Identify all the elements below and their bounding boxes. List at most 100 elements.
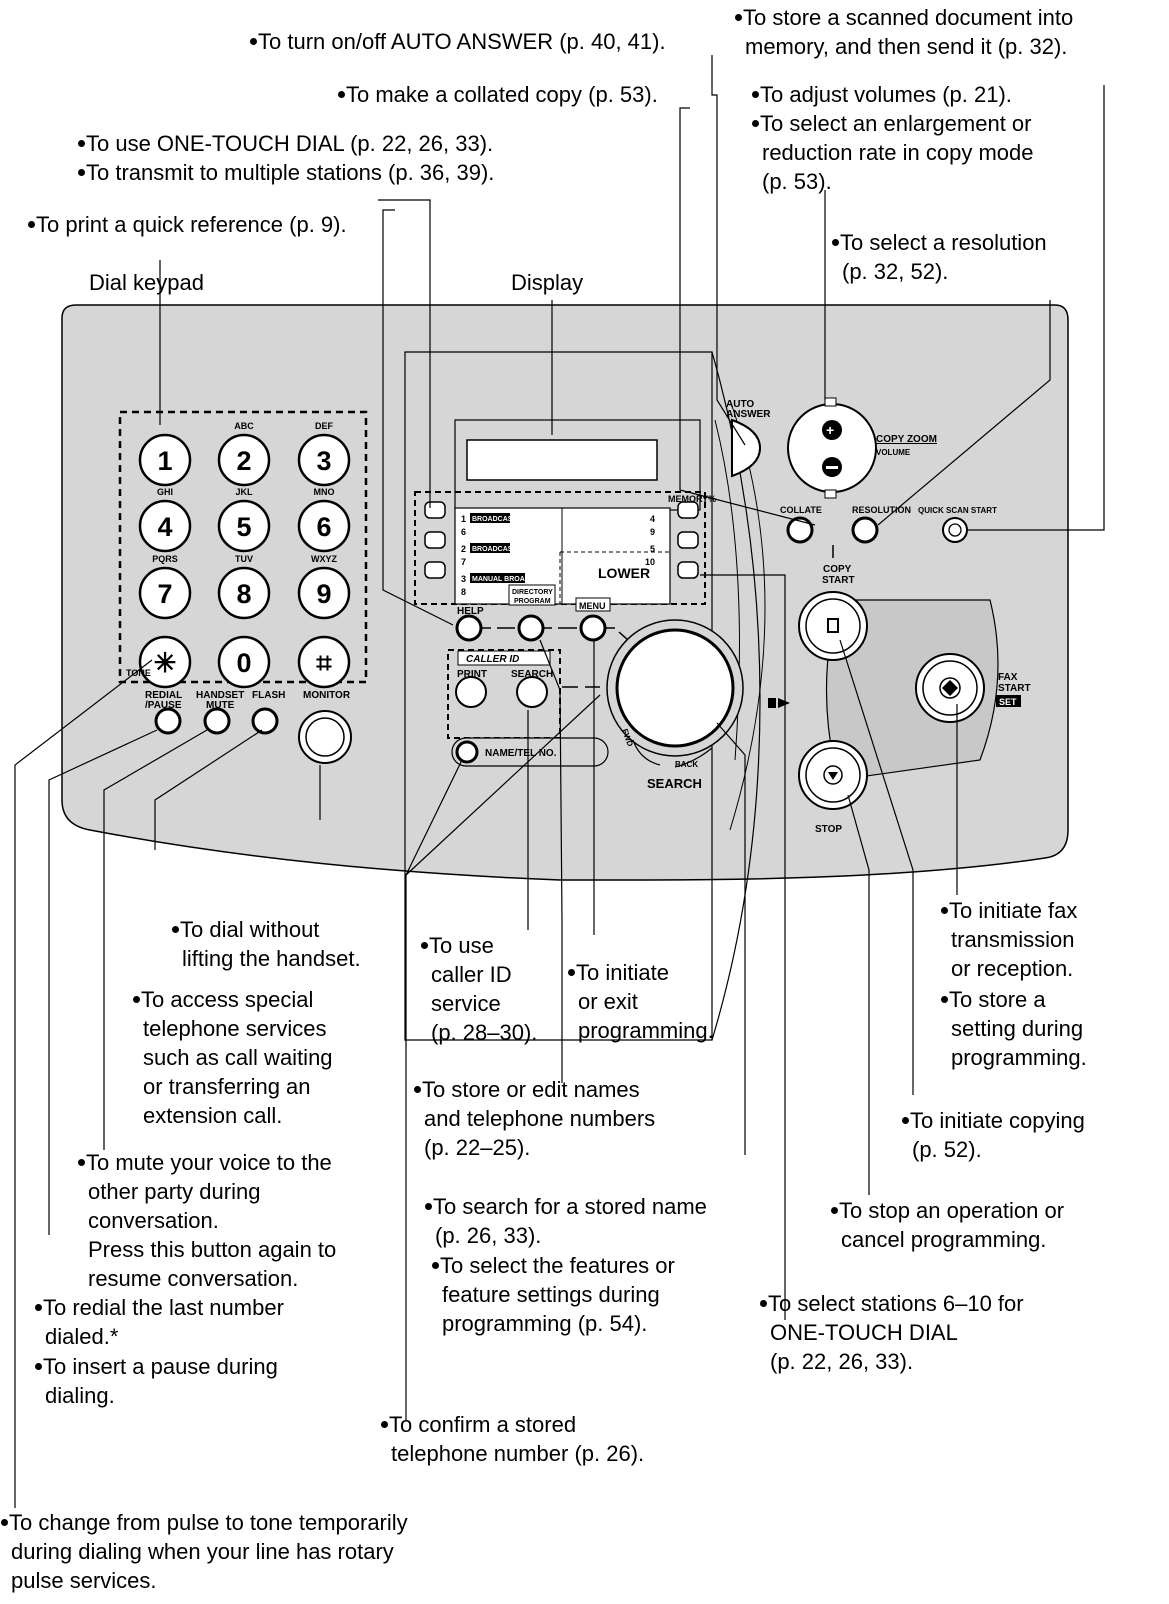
annotation-line: To initiate: [568, 958, 714, 987]
key-digit: 8: [236, 579, 251, 609]
station-button-2[interactable]: [424, 531, 446, 549]
key-4-button[interactable]: [138, 499, 192, 553]
station-tag-bg: [470, 543, 510, 553]
annotation-line: extension call.: [143, 1103, 283, 1128]
help-button[interactable]: [455, 614, 483, 642]
annotation-line: To change from pulse to tone temporarily: [1, 1508, 408, 1537]
station-number: 8: [461, 587, 466, 597]
annotation-line: To confirm a stored: [381, 1410, 644, 1439]
search-dial[interactable]: [615, 628, 735, 748]
annotation-line: To initiate fax: [941, 896, 1077, 925]
key-7-button[interactable]: [138, 566, 192, 620]
annotation-line: To use: [421, 931, 537, 960]
lcd-screen: [466, 439, 658, 481]
station-button-5[interactable]: [677, 531, 699, 549]
key-6-button[interactable]: [297, 499, 351, 553]
bullet-icon: [78, 169, 85, 176]
svg-text:+: +: [826, 422, 834, 438]
key-digit: 1: [157, 446, 172, 476]
annotation-line: To insert a pause during: [35, 1352, 278, 1381]
flash-button[interactable]: [251, 707, 279, 735]
station-number: 9: [650, 527, 655, 537]
annotation-line: To store a scanned document into: [735, 3, 1073, 32]
directory-program-button[interactable]: [517, 614, 545, 642]
redial-pause-button[interactable]: [154, 707, 182, 735]
set-label: SET: [999, 697, 1017, 707]
handset-mute-button[interactable]: [203, 707, 231, 735]
key-digit: 2: [236, 446, 251, 476]
key-11-button[interactable]: [217, 635, 271, 689]
annotation-line: and telephone numbers: [424, 1106, 656, 1131]
back-label: BACK: [675, 760, 698, 769]
key-10-button[interactable]: [138, 635, 192, 689]
leader-lines: [14, 55, 1105, 1508]
menu-button[interactable]: [579, 614, 607, 642]
lower-button[interactable]: [677, 561, 699, 579]
resolution-button[interactable]: [851, 516, 879, 544]
bullet-icon: [752, 120, 759, 127]
memory-label: MEMORY%: [668, 494, 716, 504]
bullet-icon: [568, 969, 575, 976]
display-header: Display: [511, 270, 584, 295]
bullet-icon: [172, 926, 179, 933]
annotation-quick-reference: To print a quick reference (p. 9).: [28, 210, 347, 239]
caller-id-search-button[interactable]: [516, 676, 548, 708]
bullet-icon: [78, 140, 85, 147]
annotation-line: To search for a stored name: [425, 1192, 707, 1221]
key-1-button[interactable]: [138, 433, 192, 487]
key-letters: WXYZ: [311, 554, 338, 564]
key-12-button[interactable]: [297, 635, 351, 689]
annotation-line: To select a resolution: [832, 228, 1047, 257]
key-5-button[interactable]: [217, 499, 271, 553]
name-tel-label: NAME/TEL NO.: [485, 748, 557, 759]
annotation-line: (p. 53).: [762, 169, 832, 194]
annotation-line: lifting the handset.: [182, 946, 361, 971]
bullet-icon: [35, 1304, 42, 1311]
station-number: 10: [645, 557, 655, 567]
annotation-line: transmission: [951, 927, 1075, 952]
annotation-line: dialed.*: [45, 1324, 119, 1349]
key-9-button[interactable]: [297, 566, 351, 620]
key-digit: 5: [236, 512, 251, 542]
zoom-plus-button[interactable]: [822, 420, 842, 440]
annotation-line: (p. 22, 26, 33).: [770, 1349, 914, 1374]
annotation-line: setting during: [951, 1016, 1084, 1041]
bullet-icon: [425, 1203, 432, 1210]
annotation-line: To redial the last number: [35, 1293, 284, 1322]
menu-label: MENU: [579, 601, 606, 611]
key-letters: JKL: [235, 487, 253, 497]
name-tel-button[interactable]: [455, 740, 479, 764]
program-label: PROGRAM: [514, 598, 551, 605]
key-2-button[interactable]: [217, 433, 271, 487]
annotation-line: service: [431, 991, 501, 1016]
annotation-tone: To change from pulse to tone temporarily…: [1, 1508, 408, 1595]
station-button-4[interactable]: [677, 501, 699, 519]
zoom-volume-knob[interactable]: [787, 403, 877, 493]
station-button-1[interactable]: [424, 501, 446, 519]
bullet-icon: [831, 1207, 838, 1214]
station-button-3[interactable]: [424, 561, 446, 579]
collate-button[interactable]: [786, 516, 814, 544]
auto-label: AUTO: [726, 399, 754, 410]
bullet-icon: [941, 907, 948, 914]
key-3-button[interactable]: [297, 433, 351, 487]
station-tag: BROADCAST: [472, 546, 517, 553]
quick-scan-start-button[interactable]: [942, 517, 968, 543]
bullet-icon: [250, 38, 257, 45]
monitor-label: MONITOR: [303, 690, 351, 701]
bullet-icon: [78, 1159, 85, 1166]
station-tag: BROADCAST: [472, 516, 517, 523]
key-digit: 3: [316, 446, 331, 476]
annotation-line: resume conversation.: [88, 1266, 299, 1291]
key-8-button[interactable]: [217, 566, 271, 620]
key-letters: TUV: [235, 554, 253, 564]
auto-answer-button[interactable]: [731, 418, 762, 478]
caller-id-print-button[interactable]: [455, 676, 487, 708]
